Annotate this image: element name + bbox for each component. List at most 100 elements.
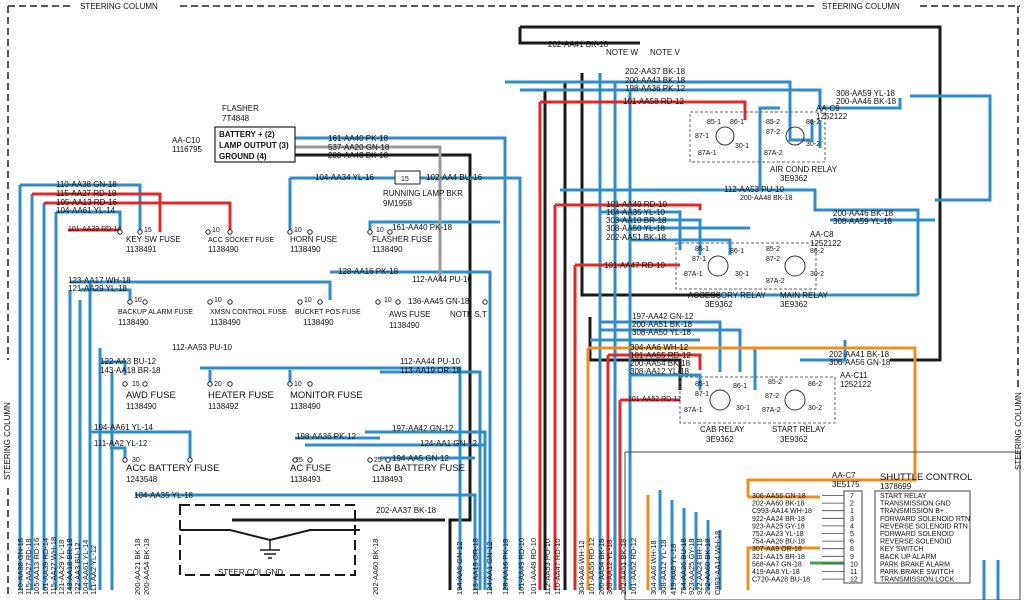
relay-pin: 87A-1 — [698, 150, 717, 157]
shuttle-pin-number: 5 — [850, 531, 854, 538]
start-connector: AA-C11 — [840, 371, 868, 380]
ac-fuse-part: 1138493 — [290, 475, 321, 484]
shuttle-wire-label: C993-AA14 WH-18 — [752, 508, 812, 515]
fuse-rating: 10 — [384, 297, 392, 304]
relay-wire-label: 308-AA50 YL-18 — [632, 328, 692, 337]
bottom-mid-label: 101-AA49 RD-10 — [517, 538, 526, 595]
running-lamp-name: RUNNING LAMP BKR — [383, 189, 463, 198]
acc-battery-fuse-part: 1243548 — [126, 475, 158, 484]
bottom-wire-label: 105-AA13 RD-16 — [32, 538, 41, 595]
relay-wire-label: 200-AA51 BK-18 — [632, 320, 693, 329]
left-bus-label: 115-AA27 RD-18 — [56, 189, 117, 198]
flasher-terminal: BATTERY + (2) — [219, 130, 275, 139]
relay-pin: 30-1 — [735, 271, 749, 278]
main-relay-wire: 200-AA46 BK-18 — [833, 209, 894, 218]
backup-alarm-fuse-part: 1138490 — [118, 318, 149, 327]
shuttle-pin-number: 7 — [850, 493, 854, 500]
upper-wire-label: 200-AA43 BK-18 — [625, 76, 686, 85]
shuttle-wire-label: 306-AA56 GN-18 — [752, 493, 806, 500]
relay-wire-label: 202-AA51 BK-18 — [606, 233, 667, 242]
border-label-left: STEERING COLUMN — [3, 402, 12, 480]
flasher-connector: AA-C10 — [172, 136, 201, 145]
running-lamp-wire-out: 102-AA4 BU-16 — [426, 173, 483, 182]
shuttle-pin-number: 10 — [850, 561, 858, 568]
key-sw-wire: 101-AA39 RD-14 — [68, 226, 121, 233]
relay-pin: 87-1 — [692, 256, 706, 263]
shuttle-function-label: TRANSMISSION GND — [880, 501, 951, 508]
bottom-mid-label: 113-AA19 OR-18 — [471, 538, 480, 595]
mid-wire-label: 143-AA18 BR-18 — [100, 366, 161, 375]
xmsn-fuse-name: XMSN CONTROL FUSE — [210, 309, 287, 316]
shuttle-pin-block — [843, 490, 863, 584]
flasher-terminal: LAMP OUTPUT (3) — [219, 141, 289, 150]
mid-wire-label: 202-AA37 BK-18 — [376, 506, 437, 515]
bottom-mid-label: 128-AA16 PK-18 — [501, 539, 510, 595]
relay-pin: 87A-2 — [764, 150, 783, 157]
shuttle-wire-label: 923-AA25 GY-18 — [752, 523, 805, 530]
accessory-main-relay-box — [675, 242, 817, 290]
relay-wire-label: 101-AA47 RD-10 — [604, 261, 665, 270]
relay-pin: 30-1 — [736, 405, 750, 412]
flasher-fuse-wire: 161-AA40 PK-18 — [392, 223, 453, 232]
bottom-gnd-label: 200-AA54 BK-18 — [142, 539, 151, 595]
relay-pin: 30-2 — [806, 141, 820, 148]
fuse-rating: 20 — [214, 381, 222, 388]
relay-wire-label: 101-AA55 RD-12 — [630, 351, 691, 360]
fuse-rating: 30 — [132, 457, 140, 464]
fuse-rating: 25 — [374, 457, 382, 464]
mid-wire-label: 128-AA16 PK-18 — [338, 267, 399, 276]
upper-wire-label: 202-AA37 BK-18 — [625, 67, 686, 76]
relay-pin: 86-1 — [730, 119, 744, 126]
flasher-wire-label: 200-AA43 BK-18 — [328, 151, 389, 160]
relay-pin: 87A-1 — [684, 271, 703, 278]
shuttle-title: SHUTTLE CONTROL — [880, 472, 972, 483]
running-lamp-breaker — [394, 170, 421, 185]
flasher-terminal: GROUND (4) — [219, 152, 267, 161]
cab-battery-fuse-wire: 194-AA5 GN-12 — [392, 454, 449, 463]
relay-wire-label: 101-AA52 RD-12 — [628, 396, 681, 403]
shuttle-function-label: REVERSE SOLENOID — [880, 539, 952, 546]
mid-wire-label: 111-AA2 YL-12 — [94, 439, 148, 448]
relay-coil — [707, 255, 729, 277]
relay-coil — [715, 126, 735, 146]
mid-wire-label: 122-AA3 BU-12 — [100, 357, 157, 366]
relay-pin: 85-1 — [707, 119, 721, 126]
key-sw-fuse-part: 1138491 — [126, 245, 157, 254]
mid-wire-label: 112-AA44 PU-10 — [412, 275, 472, 284]
main-connector-part: 1252122 — [810, 239, 842, 248]
flasher-part: 7T4848 — [222, 114, 250, 123]
fuse-rating: 15 — [132, 381, 140, 388]
bottom-wire-label: 143-AA18 BR-18 — [65, 538, 74, 595]
running-lamp-rating: 15 — [401, 176, 409, 183]
mid-wire-label: 112-AA53 PU-10 — [172, 343, 232, 352]
mid-wire-label: 112-AA44 PU-10 — [400, 357, 460, 366]
relay-pin: 30-2 — [810, 271, 824, 278]
relay-coil — [709, 389, 731, 411]
shuttle-pin-number: 2 — [850, 501, 854, 508]
relay-pin: 87-2 — [766, 129, 780, 136]
horn-fuse-name: HORN FUSE — [290, 235, 337, 244]
cab-relay-name: CAB RELAY — [700, 425, 745, 434]
bottom-right-label: 923-AA25 GY-18 — [687, 539, 696, 595]
bottom-right-label: 101-AA55 RD-12 — [587, 538, 596, 595]
shuttle-function-label: START RELAY — [880, 493, 927, 500]
relay-pin: 85-2 — [766, 119, 780, 126]
bottom-gnd-label: 202-AA60 BK-18 — [371, 539, 380, 595]
border-label-top-left: STEERING COLUMN — [80, 2, 158, 11]
air-cond-relay-name: AIR COND RELAY — [770, 165, 838, 174]
shuttle-function-label: FORWARD SOLENOID RTN — [880, 516, 970, 523]
bottom-wire-label: 111-AA2 YL-12 — [89, 545, 98, 595]
bottom-right-label: 304-AA6 WH-18 — [649, 540, 658, 595]
bottom-wire-label: 115-AA27 RD-18 — [24, 538, 33, 595]
flasher-fuse-part: 1138490 — [372, 245, 403, 254]
main-connector: AA-C8 — [810, 230, 834, 239]
air-cond-wire: 200-AA46 BK-18 — [836, 97, 897, 106]
air-cond-connector-part: 1252122 — [816, 112, 848, 121]
relay-pin: 87-2 — [765, 393, 779, 400]
start-relay-wire: 202-AA41 BK-18 — [829, 350, 890, 359]
left-bus-label: 105-AA13 RD-16 — [56, 198, 117, 207]
start-relay-name: START RELAY — [772, 425, 826, 434]
shuttle-function-label: FORWARD SOLENOID — [880, 531, 954, 538]
